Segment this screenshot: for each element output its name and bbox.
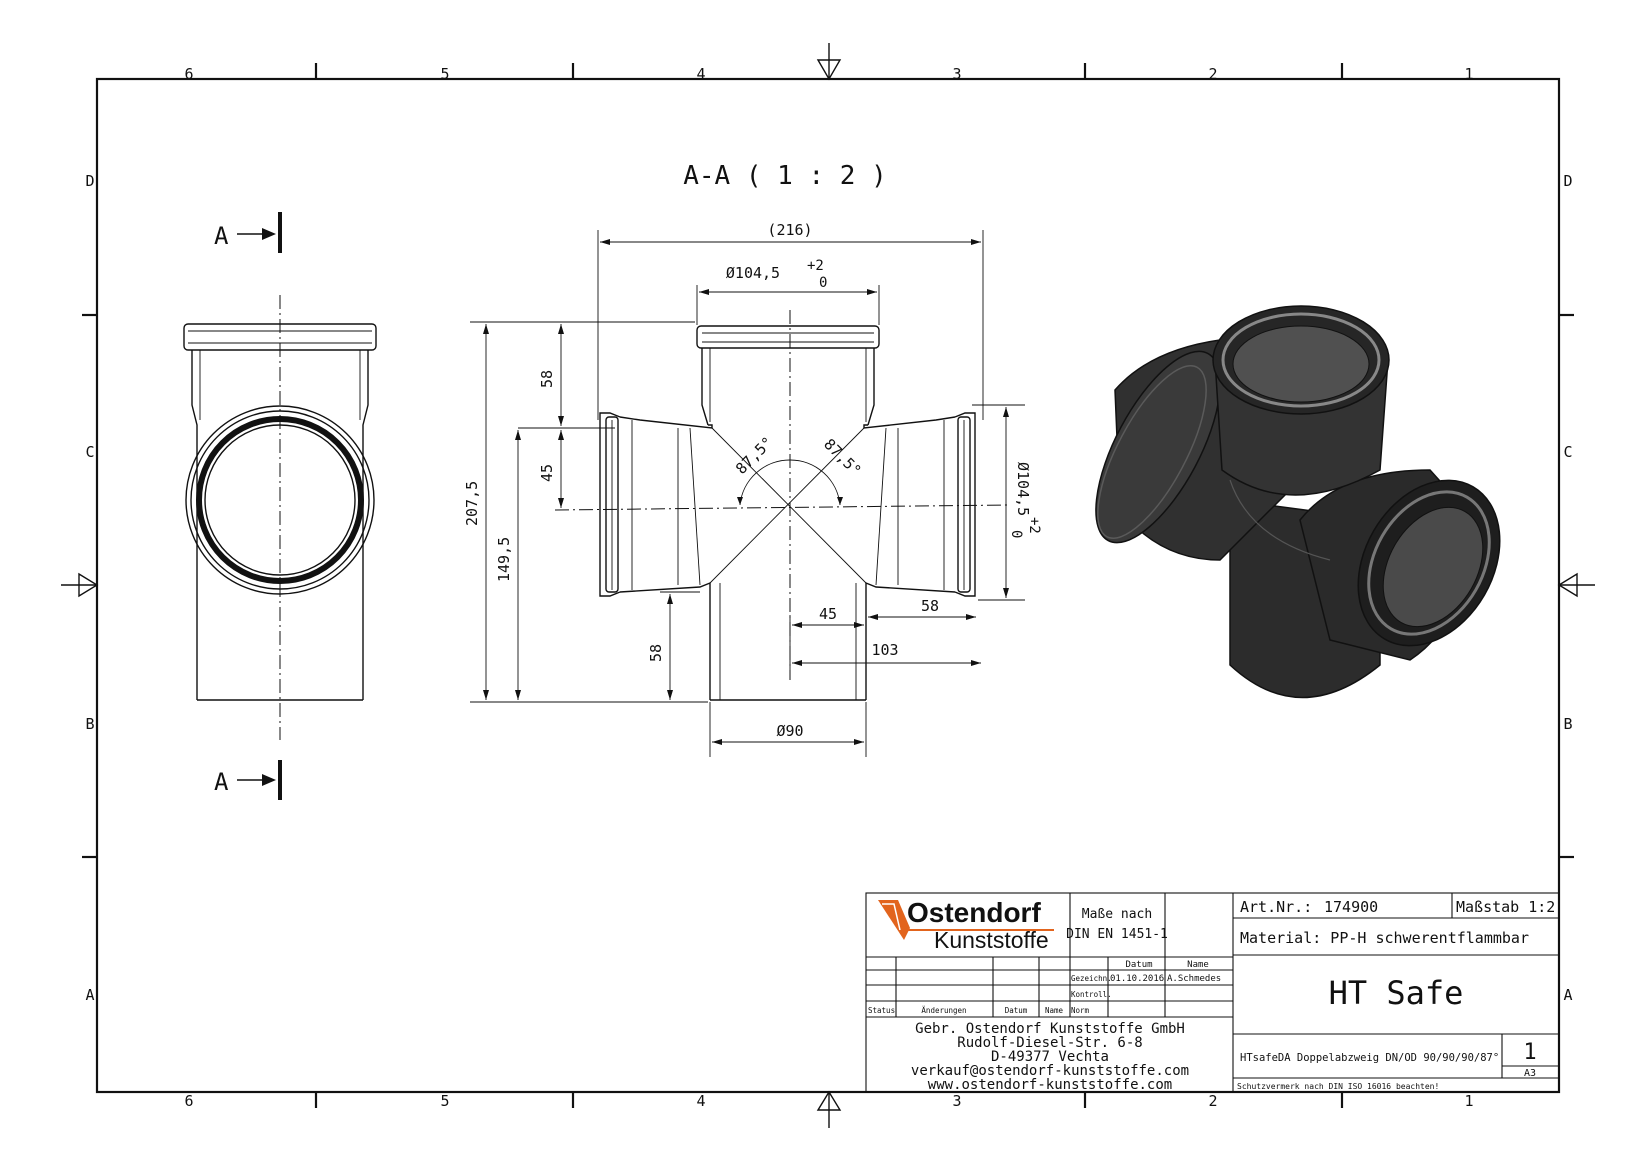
logo-text-bottom: Kunststoffe <box>934 927 1049 953</box>
col-datum: Datum <box>1125 960 1152 970</box>
rev-aenderungen: Änderungen <box>921 1006 966 1015</box>
logo-text-top: Ostendorf <box>907 897 1041 928</box>
isometric-view <box>1095 305 1501 699</box>
col-label-4-bottom: 4 <box>696 1092 705 1110</box>
section-view: A-A ( 1 : 2 ) <box>463 161 1042 757</box>
title-block: Ostendorf Kunststoffe Maße nach DIN EN 1… <box>865 892 1560 1093</box>
dim-side-tol-lower: 0 <box>1008 530 1024 538</box>
dim-side-tol-upper: +2 <box>1026 517 1042 534</box>
material: Material: PP-H schwerentflammbar <box>1240 929 1529 947</box>
row-label-d: D <box>85 172 94 190</box>
centering-marks <box>61 43 1595 1128</box>
col-label-4: 4 <box>696 65 705 83</box>
row-label-c-right: C <box>1563 443 1572 461</box>
row-norm: Norm <box>1071 1006 1090 1015</box>
row-label-c: C <box>85 443 94 461</box>
company-email: verkauf@ostendorf-kunststoffe.com <box>911 1063 1189 1079</box>
drawing-frame: 6 5 4 3 2 1 6 5 4 3 2 1 D C B A D C B A <box>61 43 1595 1128</box>
cut-label-bottom: A <box>214 768 229 796</box>
dim-total-height: 207,5 <box>463 481 481 526</box>
gez-name: A.Schmedes <box>1167 974 1221 984</box>
col-label-6-bottom: 6 <box>184 1092 193 1110</box>
dim-top-socket-dia: Ø104,5 <box>726 264 780 282</box>
dim-top-socket-len: 58 <box>538 370 556 388</box>
dim-branch-half: 45 <box>819 605 837 623</box>
company-city: D-49377 Vechta <box>991 1049 1109 1065</box>
company-name: Gebr. Ostendorf Kunststoffe GmbH <box>915 1021 1185 1037</box>
company-web: www.ostendorf-kunststoffe.com <box>928 1077 1172 1093</box>
part-description: HTsafeDA Doppelabzweig DN/OD 90/90/90/87… <box>1240 1052 1499 1064</box>
col-label-5: 5 <box>440 65 449 83</box>
row-label-a: A <box>85 986 94 1004</box>
rev-status: Status <box>868 1006 895 1015</box>
dim-top-tol-upper: +2 <box>807 258 824 274</box>
row-label-d-right: D <box>1563 172 1572 190</box>
art-nr-value: 174900 <box>1324 898 1378 916</box>
dim-overall-width: (216) <box>767 221 812 239</box>
row-kontroll: Kontroll. <box>1071 990 1112 999</box>
row-label-a-right: A <box>1563 986 1572 1004</box>
company-logo: Ostendorf Kunststoffe <box>878 897 1054 953</box>
gez-datum: 01.10.2016 <box>1110 974 1164 984</box>
side-view: A A <box>183 212 377 800</box>
col-label-1: 1 <box>1464 65 1473 83</box>
section-title: A-A ( 1 : 2 ) <box>683 161 887 191</box>
col-label-2-bottom: 2 <box>1208 1092 1217 1110</box>
row-gezeichn: Gezeichn. <box>1071 974 1112 983</box>
dim-bottom-spigot-len: 58 <box>647 644 665 662</box>
col-label-2: 2 <box>1208 65 1217 83</box>
standard-line-1: Maße nach <box>1082 907 1152 922</box>
dim-branch-socket-len: 58 <box>921 597 939 615</box>
art-nr-label: Art.Nr.: <box>1240 898 1312 916</box>
company-street: Rudolf-Diesel-Str. 6-8 <box>957 1035 1142 1051</box>
dim-side-socket-dia: Ø104,5 <box>1014 462 1032 516</box>
row-label-b-right: B <box>1563 715 1572 733</box>
col-name: Name <box>1187 960 1209 970</box>
dim-spigot-dia: Ø90 <box>776 722 803 740</box>
dim-lower-height: 149,5 <box>495 537 513 582</box>
col-label-3: 3 <box>952 65 961 83</box>
product-name: HT Safe <box>1329 974 1464 1012</box>
dim-top-tol-lower: 0 <box>819 275 827 291</box>
col-label-1-bottom: 1 <box>1464 1092 1473 1110</box>
sheet-number: 1 <box>1523 1040 1536 1065</box>
rev-name: Name <box>1045 1006 1064 1015</box>
standard-line-2: DIN EN 1451-1 <box>1066 927 1168 942</box>
col-label-5-bottom: 5 <box>440 1092 449 1110</box>
rev-datum: Datum <box>1005 1006 1028 1015</box>
dim-branch-offset: 45 <box>538 464 556 482</box>
scale: Maßstab 1:2 <box>1456 898 1555 916</box>
protection-note: Schutzvermerk nach DIN ISO 16016 beachte… <box>1237 1082 1439 1091</box>
row-label-b: B <box>85 715 94 733</box>
sheet-format: A3 <box>1524 1068 1536 1079</box>
dim-branch-reach: 103 <box>871 641 898 659</box>
cut-label-top: A <box>214 222 229 250</box>
col-label-6: 6 <box>184 65 193 83</box>
col-label-3-bottom: 3 <box>952 1092 961 1110</box>
angle-right: 87,5° <box>820 435 865 480</box>
